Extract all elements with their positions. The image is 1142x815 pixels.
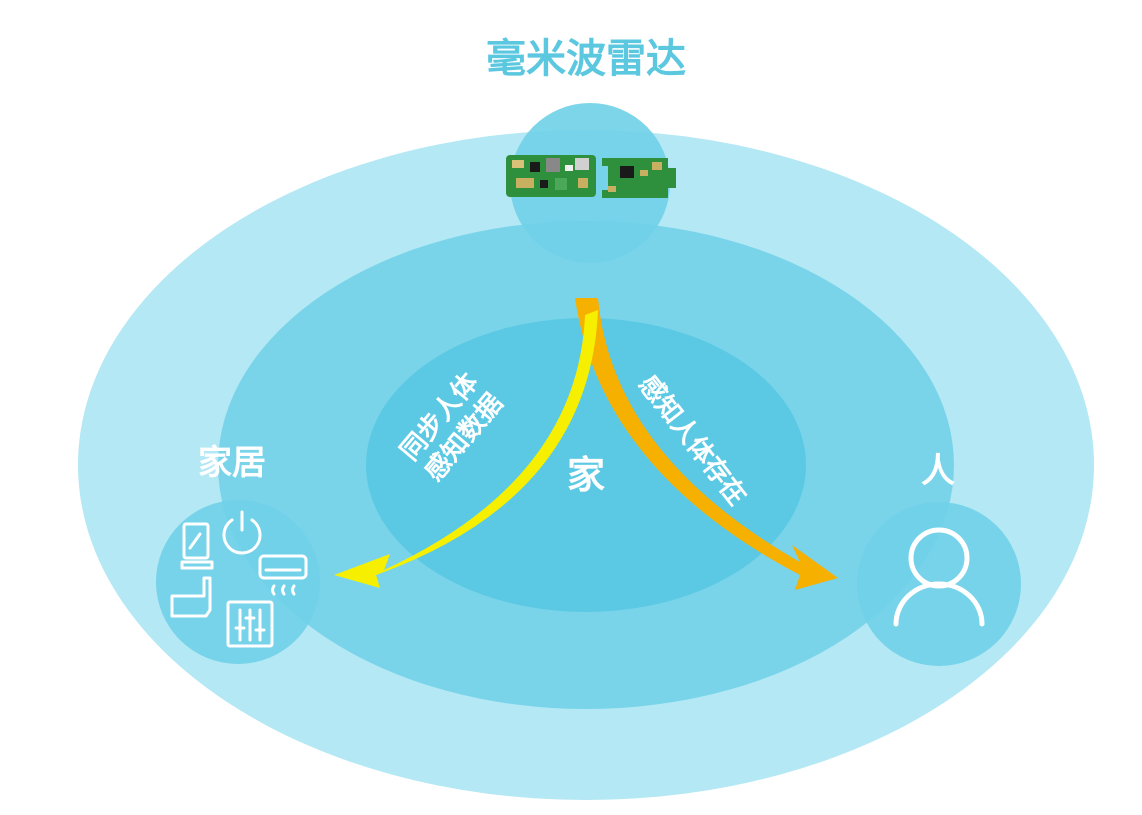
home-appliances-circle bbox=[156, 500, 320, 664]
arrow-left bbox=[334, 310, 598, 588]
air-conditioner-icon bbox=[258, 554, 308, 596]
radar-board-icon bbox=[506, 155, 676, 198]
inner-ellipse bbox=[366, 318, 806, 612]
power-icon bbox=[222, 510, 262, 555]
mirror-icon bbox=[180, 522, 214, 570]
arrow-right bbox=[575, 298, 838, 590]
control-panel-icon bbox=[226, 600, 274, 648]
person-label: 人 bbox=[921, 451, 955, 491]
appliance-icons bbox=[170, 510, 308, 648]
person-icon bbox=[893, 527, 985, 627]
toilet-icon bbox=[170, 576, 212, 618]
home-label: 家 bbox=[567, 453, 605, 497]
diagram-title: 毫米波雷达 bbox=[486, 36, 686, 82]
home-appliances-label: 家居 bbox=[198, 443, 266, 483]
